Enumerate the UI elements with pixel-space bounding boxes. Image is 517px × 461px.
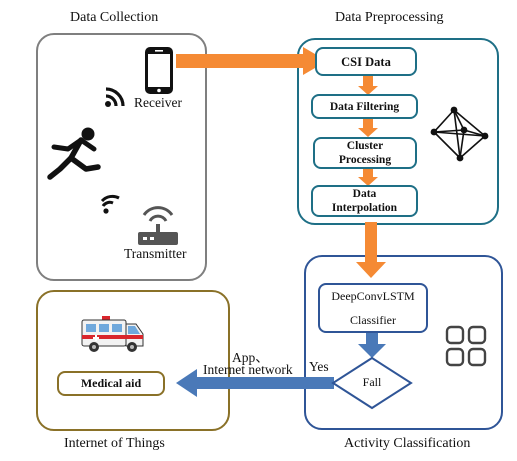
- classifier-to-fall-arrow: [358, 333, 386, 358]
- classifier-role: Classifier: [350, 313, 396, 327]
- ambulance-icon: [81, 316, 144, 352]
- internet-of-things-title: Internet of Things: [64, 436, 165, 451]
- step-cluster-processing: Cluster Processing: [313, 137, 417, 169]
- network-graph-icon: [430, 106, 489, 162]
- classifier-box: DeepConvLSTM Classifier: [318, 283, 428, 333]
- receiver-label: Receiver: [134, 95, 182, 110]
- transmitter-label: Transmitter: [124, 246, 187, 261]
- wifi-signal-icon: [100, 194, 120, 214]
- yes-label: Yes: [309, 359, 329, 374]
- data-preprocessing-title: Data Preprocessing: [335, 10, 444, 25]
- fall-label: Fall: [362, 375, 382, 389]
- data-preprocessing-panel: [297, 38, 499, 225]
- fall-decision-diamond: [331, 356, 413, 410]
- preprocess-to-classifier-arrow: [356, 222, 386, 278]
- fall-to-medical-aid-arrow: [176, 369, 334, 397]
- data-collection-panel: [36, 33, 207, 281]
- channel-label-app: App、: [232, 350, 269, 365]
- falling-person-icon: [47, 127, 101, 180]
- step-data-interpolation: Data Interpolation: [311, 185, 418, 217]
- internet-of-things-panel: [36, 290, 230, 431]
- data-collection-title: Data Collection: [70, 10, 159, 25]
- channel-label-network: Internet network: [203, 362, 293, 377]
- step-data-filtering: Data Filtering: [311, 94, 418, 119]
- step-csi-data: CSI Data: [315, 47, 417, 76]
- step-connector-3: [358, 168, 378, 186]
- wifi-signal-icon: [105, 87, 125, 107]
- grid-apps-icon: [445, 325, 487, 367]
- router-icon: [138, 206, 178, 245]
- activity-classification-panel: [304, 255, 503, 430]
- medical-aid-box: Medical aid: [57, 371, 165, 396]
- receiver-to-csi-arrow: [176, 47, 327, 75]
- classifier-model-name: DeepConvLSTM: [331, 289, 415, 303]
- smartphone-icon: [145, 47, 173, 94]
- step-connector-2: [358, 118, 378, 137]
- activity-classification-title: Activity Classification: [344, 436, 471, 451]
- step-connector-1: [358, 76, 378, 95]
